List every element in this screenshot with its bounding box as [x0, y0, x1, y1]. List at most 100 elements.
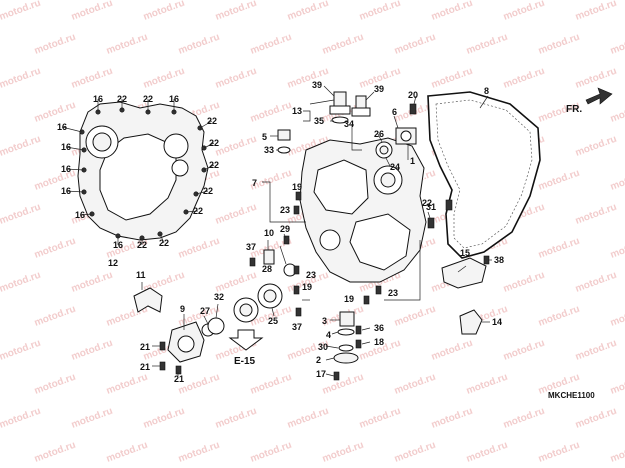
watermark-text: motod.ru [574, 270, 618, 295]
watermark-text: motod.ru [286, 406, 330, 431]
callout-label-3: 3 [322, 316, 327, 326]
center-case-cavity-right [349, 213, 411, 271]
cap-1-hole [400, 130, 412, 142]
watermark-text: motod.ru [0, 406, 42, 431]
callout-label-22: 22 [209, 160, 219, 170]
watermark-text: motod.ru [0, 66, 42, 91]
bolt-29 [283, 235, 290, 245]
watermark-text: motod.ru [465, 32, 509, 57]
callout-label-6: 6 [392, 107, 397, 117]
watermark-text: motod.ru [609, 32, 625, 57]
bolt-20 [409, 103, 417, 115]
callout-label-37: 37 [292, 322, 302, 332]
watermark-text: motod.ru [214, 66, 258, 91]
watermark-text: motod.ru [574, 406, 618, 431]
o-ring-33 [277, 146, 291, 154]
callout-label-7: 7 [252, 178, 257, 188]
bolt-21a [159, 341, 166, 351]
bolt-37-top [249, 257, 256, 267]
watermark-text: motod.ru [105, 440, 149, 465]
watermark-text: motod.ru [465, 372, 509, 397]
bolt-leader [65, 190, 85, 193]
watermark-text: motod.ru [177, 236, 221, 261]
gasket-inner-line [435, 99, 533, 249]
bolt-leader [79, 213, 93, 216]
bolt-leader [65, 168, 85, 171]
watermark-text: motod.ru [430, 0, 474, 23]
callout-label-21: 21 [140, 342, 150, 352]
reference-arrow: E-15 [228, 329, 264, 367]
watermark-text: motod.ru [574, 338, 618, 363]
callout-label-12: 12 [108, 258, 118, 268]
bolt-leader [65, 146, 85, 151]
watermark-text: motod.ru [321, 440, 365, 465]
callout-label-22: 22 [209, 138, 219, 148]
watermark-text: motod.ru [177, 32, 221, 57]
watermark-text: motod.ru [537, 168, 581, 193]
watermark-text: motod.ru [502, 0, 546, 23]
plug-3 [339, 311, 355, 327]
o-ring-4 [337, 328, 355, 336]
watermark-text: motod.ru [286, 0, 330, 23]
watermark-text: motod.ru [502, 270, 546, 295]
watermark-text: motod.ru [609, 168, 625, 193]
gasket-assembly [427, 91, 541, 259]
watermark-text: motod.ru [0, 338, 42, 363]
bolt-leader [199, 120, 213, 129]
bolt-17 [333, 371, 340, 381]
bolt-18 [355, 339, 362, 349]
watermark-text: motod.ru [249, 440, 293, 465]
gasket-outline [427, 91, 541, 259]
callout-label-13: 13 [292, 106, 302, 116]
watermark-text: motod.ru [214, 406, 258, 431]
left-cover-boss-right [163, 133, 189, 159]
linkage-15 [441, 257, 487, 289]
watermark-text: motod.ru [0, 270, 42, 295]
watermark-text: motod.ru [142, 406, 186, 431]
callout-label-37: 37 [246, 242, 256, 252]
watermark-text: motod.ru [70, 338, 114, 363]
callout-label-11: 11 [136, 270, 146, 280]
watermark-text: motod.ru [609, 236, 625, 261]
housing-9-bore [177, 335, 195, 353]
bolt-leader [203, 142, 215, 149]
reference-callout: E-15 [234, 356, 256, 367]
callout-label-16: 16 [75, 210, 85, 220]
callout-label-39: 39 [312, 80, 322, 90]
front-arrow-icon [585, 87, 613, 105]
callout-label-16: 16 [61, 142, 71, 152]
watermark-text: motod.ru [574, 134, 618, 159]
cap-5 [277, 129, 291, 141]
callout-label-5: 5 [262, 132, 267, 142]
callout-label-22: 22 [203, 186, 213, 196]
watermark-text: motod.ru [358, 406, 402, 431]
callout-label-38: 38 [494, 255, 504, 265]
callout-label-26: 26 [374, 129, 384, 139]
bracket-11 [133, 287, 163, 313]
callout-label-1: 1 [410, 156, 415, 166]
watermark-text: motod.ru [465, 440, 509, 465]
bearing-32-inner [239, 303, 253, 317]
direction-marker: FR. [566, 87, 613, 115]
callout-label-16: 16 [61, 186, 71, 196]
callout-label-35: 35 [314, 116, 324, 126]
callout-label-16: 16 [169, 94, 179, 104]
watermark-text: motod.ru [249, 372, 293, 397]
callout-label-23: 23 [388, 288, 398, 298]
watermark-text: motod.ru [393, 372, 437, 397]
callout-label-21: 21 [140, 362, 150, 372]
callout-label-22: 22 [117, 94, 127, 104]
callout-label-19: 19 [302, 282, 312, 292]
callout-label-25: 25 [268, 316, 278, 326]
callout-label-19: 19 [292, 182, 302, 192]
bolt-19-mid [293, 285, 300, 295]
bolt-21b [159, 361, 166, 371]
callout-label-16: 16 [61, 164, 71, 174]
small-parts [133, 91, 490, 381]
callout-label-31: 31 [426, 202, 436, 212]
watermark-text: motod.ru [321, 32, 365, 57]
callout-label-28: 28 [262, 264, 272, 274]
